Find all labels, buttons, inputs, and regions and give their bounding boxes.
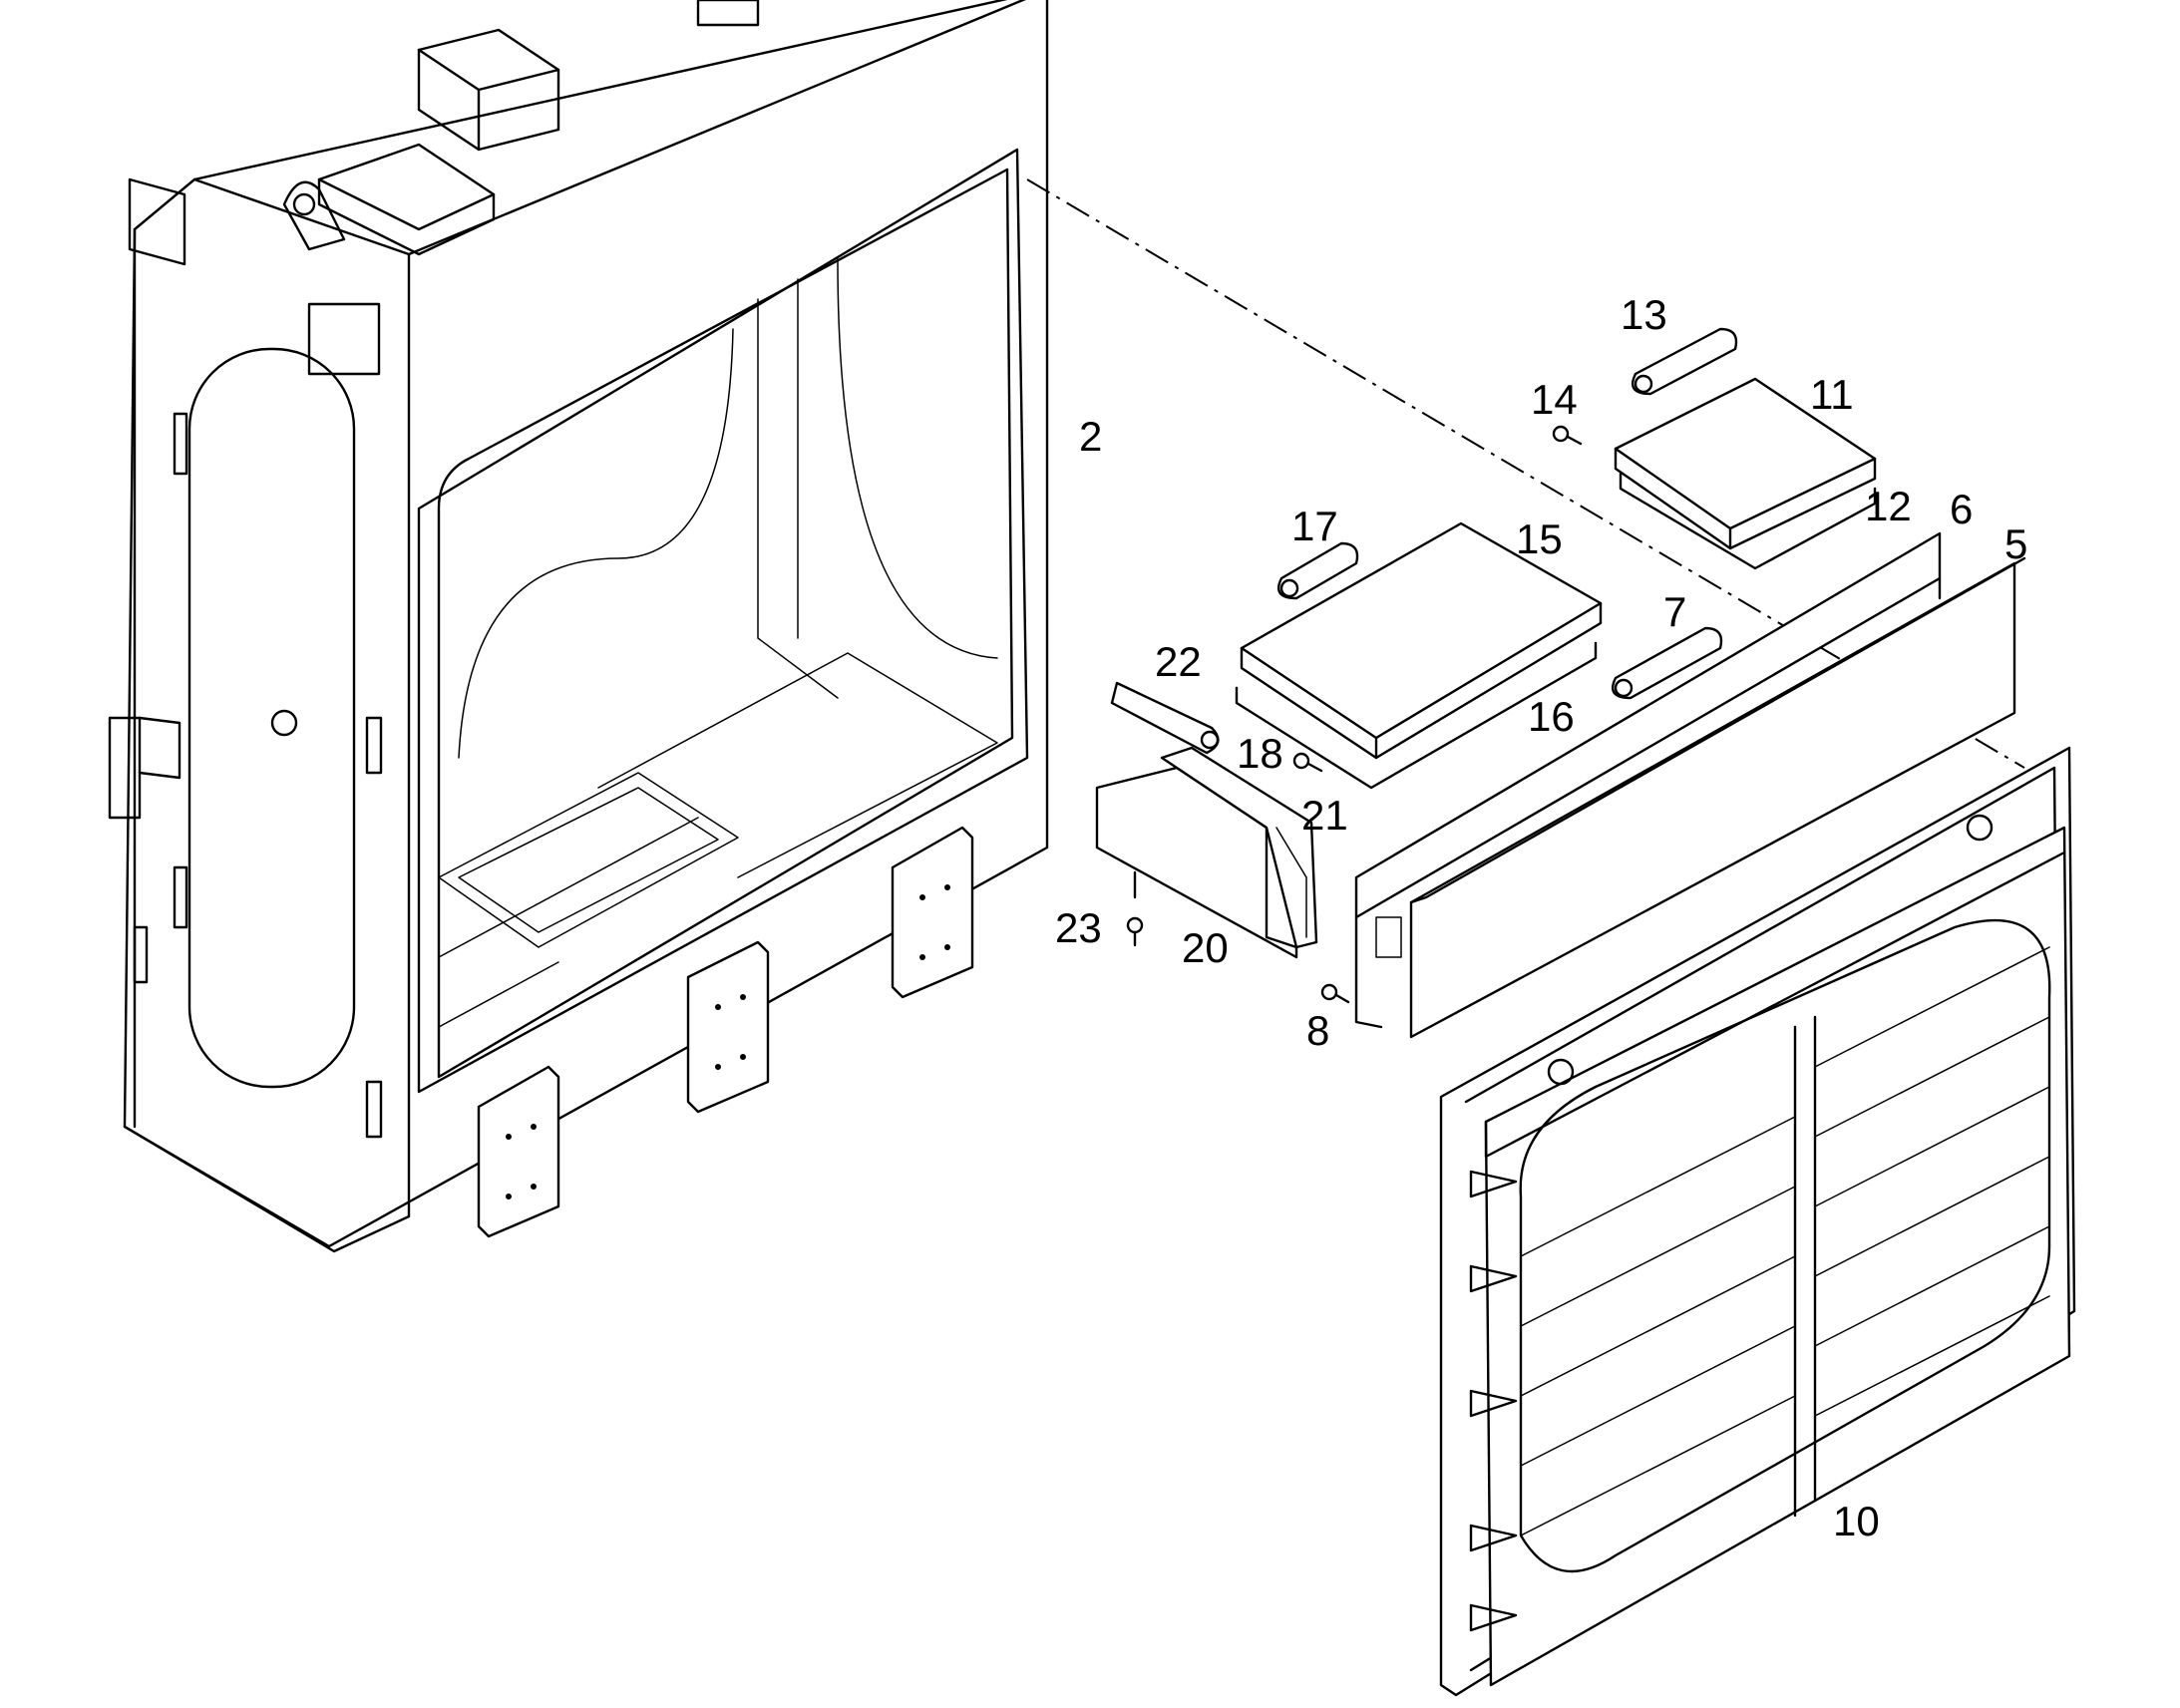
callout-23: 23 xyxy=(1055,904,1102,951)
callout-21: 21 xyxy=(1301,792,1348,839)
callout-7: 7 xyxy=(1663,588,1686,635)
part-13-tube xyxy=(1631,327,1738,396)
part-23-screw xyxy=(1126,870,1144,947)
callout-11: 11 xyxy=(1810,371,1854,418)
part-15-block xyxy=(1240,521,1603,760)
callout-labels: 2 5 6 7 8 10 11 12 13 14 15 16 17 18 20 … xyxy=(1055,291,2027,1544)
part-14-screw xyxy=(1552,425,1583,446)
callout-13: 13 xyxy=(1621,291,1667,338)
part-10-fan-guard xyxy=(1439,746,2076,1697)
part-22-tube xyxy=(1110,681,1220,755)
callout-12: 12 xyxy=(1865,483,1912,529)
part-18-screw xyxy=(1292,752,1323,773)
part-6-panel xyxy=(1354,531,1942,1029)
part-17-tube xyxy=(1276,541,1359,600)
part-8-screw xyxy=(1320,983,1350,1004)
part-11-block xyxy=(1614,377,1877,550)
callout-17: 17 xyxy=(1291,503,1338,549)
callout-5: 5 xyxy=(2004,520,2027,567)
callout-18: 18 xyxy=(1237,730,1283,777)
part-7-tube xyxy=(1611,626,1723,700)
callout-10: 10 xyxy=(1833,1498,1880,1544)
part-16-seal xyxy=(1235,641,1598,790)
callout-20: 20 xyxy=(1182,924,1229,971)
callout-2: 2 xyxy=(1079,413,1102,460)
callout-15: 15 xyxy=(1516,515,1563,562)
part-2-housing xyxy=(108,0,1049,1253)
part-5-panel xyxy=(1409,556,2026,1039)
callout-8: 8 xyxy=(1306,1007,1329,1054)
callout-14: 14 xyxy=(1531,376,1578,423)
callout-16: 16 xyxy=(1528,693,1575,740)
callout-22: 22 xyxy=(1155,638,1202,685)
callout-6: 6 xyxy=(1950,486,1973,532)
part-21-bracket xyxy=(1160,746,1318,949)
part-12-seal xyxy=(1619,472,1877,570)
